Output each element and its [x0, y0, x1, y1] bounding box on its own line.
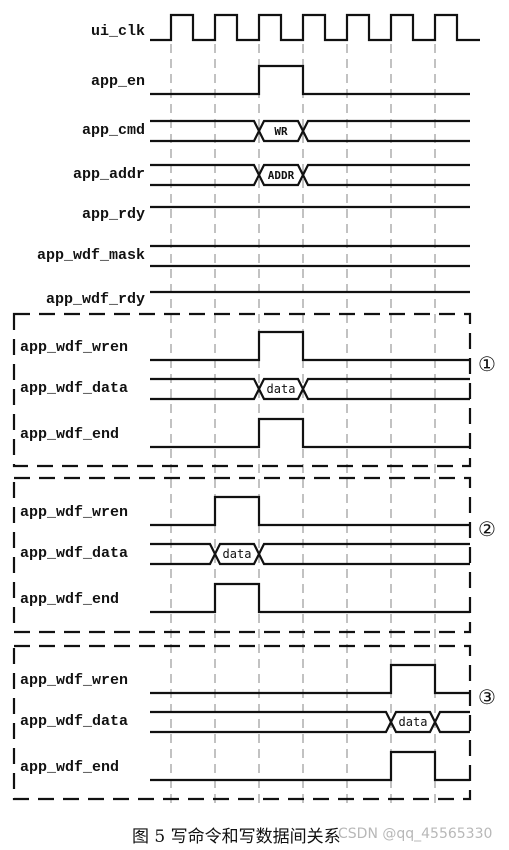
- clock-waveform: [150, 13, 480, 42]
- signal-label-app_wdf_data: app_wdf_data: [20, 713, 128, 730]
- figure-caption: 图 5 写命令和写数据间关系: [132, 827, 341, 847]
- signal-app_cmd-bus-value: WR: [274, 125, 288, 138]
- group1-signal-app_wdf_data-bus-value: data: [267, 382, 296, 396]
- signal-label-app_wdf_wren: app_wdf_wren: [20, 504, 128, 521]
- group1-signal-app_wdf_data-waveform: [150, 377, 470, 401]
- signal-label-app_rdy: app_rdy: [82, 206, 145, 223]
- signal-label-app_wdf_data: app_wdf_data: [20, 380, 128, 397]
- group2-signal-app_wdf_wren-waveform: [150, 495, 470, 527]
- signal-app_addr-bus-value: ADDR: [268, 169, 295, 182]
- signal-app_addr-waveform: [150, 163, 470, 187]
- waveforms: [150, 13, 480, 782]
- signal-label-app_wdf_mask: app_wdf_mask: [37, 247, 145, 264]
- signal-label-app_wdf_wren: app_wdf_wren: [20, 672, 128, 689]
- signal-label-app_wdf_rdy: app_wdf_rdy: [46, 291, 145, 308]
- group3-signal-app_wdf_data-bus-window: [396, 713, 430, 731]
- signal-label-app_wdf_end: app_wdf_end: [20, 759, 119, 776]
- group2-signal-app_wdf_data-waveform: [150, 542, 470, 566]
- signal-app_en-waveform: [150, 64, 470, 96]
- signal-app_addr-bus-window: [264, 166, 298, 184]
- group-box-3: [12, 644, 472, 801]
- signal-labels: ui_clk app_en app_cmd WR app_addr ADDR app_rdy…: [20, 23, 427, 776]
- group2-signal-app_wdf_data-bus-value: data: [223, 547, 252, 561]
- signal-label: ui_clk: [91, 23, 145, 40]
- signal-label-app_addr: app_addr: [73, 166, 145, 183]
- group-boxes: [12, 312, 472, 801]
- signal-app_wdf_mask-waveform: [150, 244, 470, 268]
- group-number-3: ③: [478, 685, 496, 709]
- group1-signal-app_wdf_wren-waveform: [150, 330, 470, 362]
- group3-signal-app_wdf_wren-waveform: [150, 663, 470, 695]
- signal-label-app_wdf_wren: app_wdf_wren: [20, 339, 128, 356]
- signal-label-app_wdf_data: app_wdf_data: [20, 545, 128, 562]
- signal-label-app_cmd: app_cmd: [82, 122, 145, 139]
- group-number-1: ①: [478, 352, 496, 376]
- watermark: CSDN @qq_45565330: [338, 826, 492, 842]
- signal-label-app_wdf_end: app_wdf_end: [20, 591, 119, 608]
- group-number-2: ②: [478, 517, 496, 541]
- signal-app_cmd-bus-window: [264, 122, 298, 140]
- group-box-1: [12, 312, 472, 468]
- signal-label-app_en: app_en: [91, 73, 145, 90]
- group3-signal-app_wdf_data-waveform: [150, 710, 470, 734]
- signal-label-app_wdf_end: app_wdf_end: [20, 426, 119, 443]
- group1-signal-app_wdf_data-bus-window: [264, 380, 298, 398]
- group3-signal-app_wdf_data-bus-value: data: [399, 715, 428, 729]
- signal-app_cmd-waveform: [150, 119, 470, 143]
- group-box-2: [12, 476, 472, 634]
- group1-signal-app_wdf_end-waveform: [150, 417, 470, 449]
- group2-signal-app_wdf_end-waveform: [150, 582, 470, 614]
- group3-signal-app_wdf_end-waveform: [150, 750, 470, 782]
- group2-signal-app_wdf_data-bus-window: [220, 545, 254, 563]
